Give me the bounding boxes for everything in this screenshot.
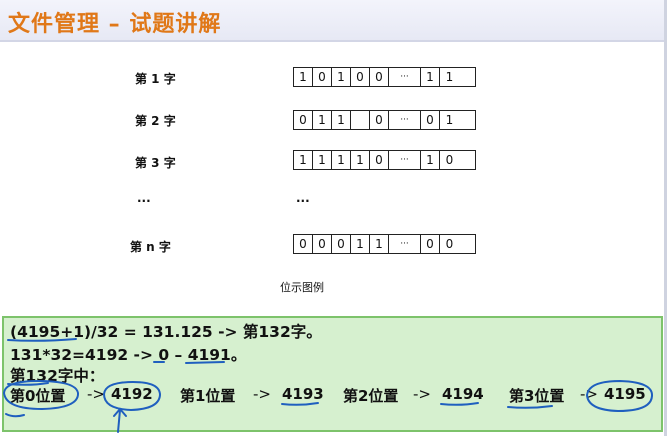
row-label-2: 第 2 字 <box>135 114 176 128</box>
bit-cell-ellipsis: ··· <box>389 68 421 86</box>
bit-cell: 1 <box>294 151 313 169</box>
title-divider <box>0 40 667 42</box>
bit-cell: 0 <box>351 68 370 86</box>
bit-cell: 0 <box>370 111 389 129</box>
bit-cell: 1 <box>332 151 351 169</box>
position-1-label: 第1位置 <box>180 387 236 405</box>
explanation-line-1: (4195+1)/32 = 131.125 -> 第132字。 <box>10 323 322 341</box>
row-label-1: 第 1 字 <box>135 72 176 86</box>
bit-row-1: 1 0 1 0 0 ··· 1 1 <box>293 67 476 87</box>
bit-cell: 0 <box>370 68 389 86</box>
ellipsis-grid: ··· <box>296 194 310 208</box>
figure-caption: 位示图例 <box>280 281 324 294</box>
explanation-box <box>2 316 663 432</box>
bit-cell: 0 <box>445 237 454 251</box>
bit-row-2: 0 1 1 0 ··· 0 1 <box>293 110 476 130</box>
explanation-line-3: 第132字中： <box>10 367 105 385</box>
position-0-label: 第0位置 <box>10 387 66 405</box>
position-1-value: 4193 <box>282 385 324 403</box>
bit-cell: 0 <box>332 235 351 253</box>
position-3-label: 第3位置 <box>509 387 565 405</box>
bit-cell: 0 <box>370 151 389 169</box>
bit-cell-ellipsis: ··· <box>389 151 421 169</box>
bit-cell-ellipsis: ··· <box>389 111 421 129</box>
explanation-line-2: 131*32=4192 -> 0 – 4191。 <box>10 346 247 364</box>
bit-cell: 1 <box>313 151 332 169</box>
ellipsis-label: ··· <box>137 194 151 208</box>
bit-row-n: 0 0 0 1 1 ··· 0 0 <box>293 234 476 254</box>
bit-row-3: 1 1 1 1 0 ··· 1 0 <box>293 150 476 170</box>
scrollbar[interactable] <box>664 0 667 436</box>
bit-cell-ellipsis: ··· <box>389 235 421 253</box>
bit-cell: 0 <box>294 235 313 253</box>
bit-cell: 1 <box>294 68 313 86</box>
bit-cell: 1 <box>332 111 351 129</box>
bit-cell: 1 <box>351 151 370 169</box>
bit-cell: 1 <box>445 70 454 84</box>
arrow-icon: -> <box>413 385 431 403</box>
bit-cell: 0 <box>445 153 454 167</box>
arrow-icon: -> <box>580 385 598 403</box>
bit-cell: 1 <box>351 235 370 253</box>
bit-cell: 1 <box>445 113 454 127</box>
slide-title-bar: 文件管理 – 试题讲解 <box>0 0 667 42</box>
bit-cell: 1 <box>313 111 332 129</box>
slide-title: 文件管理 – 试题讲解 <box>8 12 222 37</box>
bit-cell: 0 <box>313 68 332 86</box>
bit-cell: 0 <box>421 111 440 129</box>
bit-cell: 1 <box>421 68 440 86</box>
bit-cell: 0 <box>294 111 313 129</box>
position-2-label: 第2位置 <box>343 387 399 405</box>
row-label-3: 第 3 字 <box>135 156 176 170</box>
bit-cell: 0 <box>421 235 440 253</box>
row-label-n: 第 n 字 <box>130 240 171 254</box>
bit-cell: 1 <box>421 151 440 169</box>
position-2-value: 4194 <box>442 385 484 403</box>
bit-cell: 0 <box>313 235 332 253</box>
bit-cell: 1 <box>332 68 351 86</box>
arrow-icon: -> <box>87 385 105 403</box>
position-0-value: 4192 <box>111 385 153 403</box>
arrow-icon: -> <box>253 385 271 403</box>
position-3-value: 4195 <box>604 385 646 403</box>
bit-cell <box>351 111 370 129</box>
bit-cell: 1 <box>370 235 389 253</box>
